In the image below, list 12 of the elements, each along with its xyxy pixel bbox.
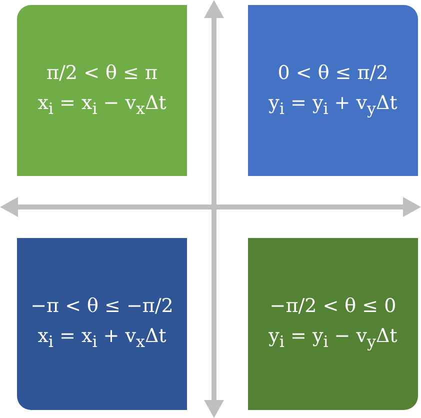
- quadrant-box: [17, 5, 187, 176]
- angle-range-text: −π < θ ≤ −π/2: [30, 294, 174, 320]
- update-equation-text: y$_{i}$ = y$_{i}$ + v$_{y}$Δt: [268, 90, 398, 120]
- angle-range-text: π/2 < θ ≤ π: [46, 60, 158, 86]
- update-equation-text: x$_{i}$ = x$_{i}$ + v$_{x}$Δt: [38, 324, 166, 353]
- quadrant-box: [17, 238, 187, 410]
- quadrant-box: [248, 238, 418, 410]
- quadrant-box: [248, 5, 418, 176]
- update-equation-text: x$_{i}$ = x$_{i}$ − v$_{x}$Δt: [38, 90, 166, 120]
- update-equation-text: y$_{i}$ = y$_{i}$ − v$_{y}$Δt: [268, 324, 398, 353]
- angle-range-text: −π/2 < θ ≤ 0: [270, 294, 396, 320]
- angle-range-text: 0 < θ ≤ π/2: [278, 60, 388, 86]
